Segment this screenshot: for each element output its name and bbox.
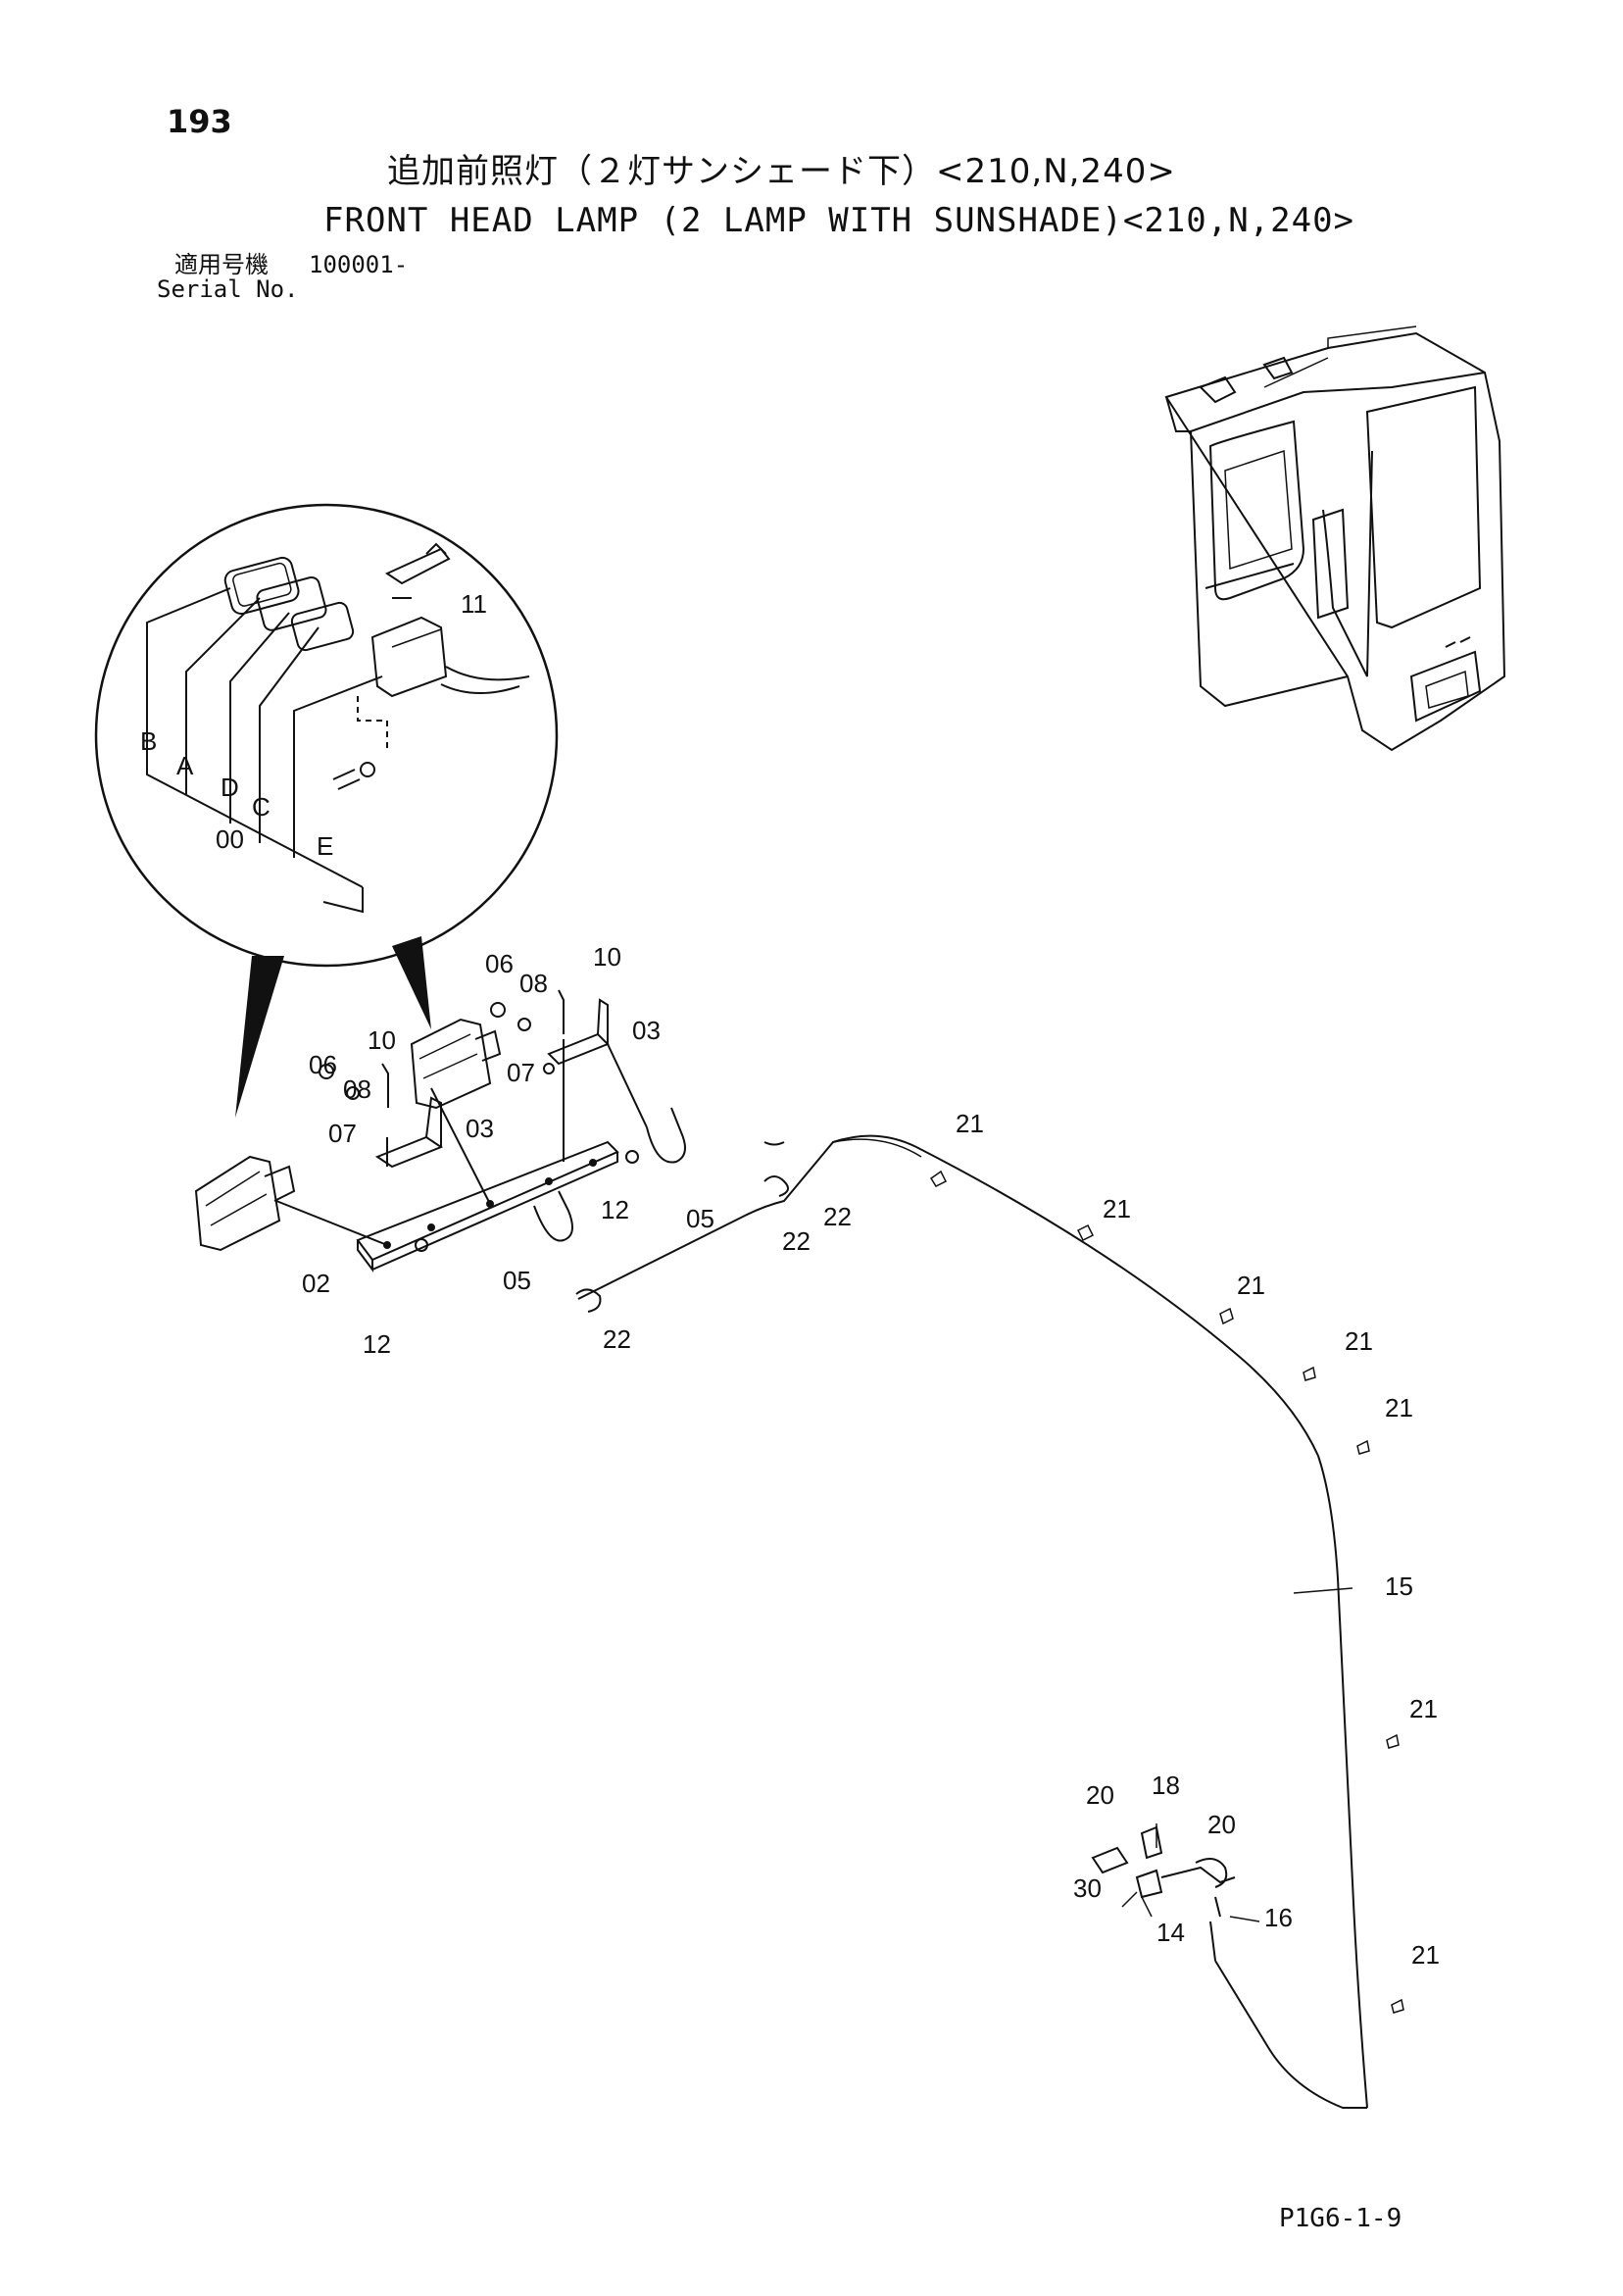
harness-clips [929, 1170, 1404, 2014]
callout-10-lower: 10 [368, 1025, 396, 1055]
cab-illustration [1164, 325, 1506, 752]
callout-06-lower: 06 [309, 1050, 337, 1079]
switch-cluster [1091, 1825, 1236, 1918]
callout-22-a: 22 [782, 1226, 811, 1256]
callout-15: 15 [1385, 1572, 1413, 1601]
callout-18: 18 [1152, 1771, 1180, 1800]
callout-10-upper: 10 [593, 942, 621, 972]
callout-labels: B A D C 00 E 11 06 08 10 03 07 06 08 10 … [140, 589, 1440, 1970]
callout-16: 16 [1264, 1903, 1293, 1932]
page-number: 193 [167, 103, 232, 140]
callout-21-1: 21 [956, 1109, 984, 1138]
callout-21-2: 21 [1103, 1194, 1131, 1223]
callout-c: C [252, 792, 270, 822]
callout-08-lower: 08 [343, 1074, 371, 1104]
callout-00: 00 [216, 824, 244, 854]
callout-12-left: 12 [363, 1329, 391, 1359]
callout-e: E [317, 831, 333, 861]
callout-22-c: 22 [603, 1324, 631, 1354]
callout-11: 11 [461, 589, 487, 619]
callout-d: D [221, 773, 239, 802]
callout-a: A [176, 751, 194, 780]
callout-b: B [140, 726, 157, 756]
serial-number-value: 100001- [309, 251, 409, 278]
serial-label-japanese: 適用号機 [174, 251, 269, 278]
wiring-harness [575, 1134, 1368, 2109]
callout-02: 02 [302, 1269, 330, 1298]
callout-08-upper: 08 [519, 969, 548, 998]
lamp-assembly [194, 989, 686, 1273]
callout-22-b: 22 [823, 1202, 852, 1231]
callout-21-5: 21 [1385, 1393, 1413, 1423]
leader-lines [1121, 1587, 1353, 1922]
callout-03-lower: 03 [466, 1114, 494, 1143]
callout-20-left: 20 [1086, 1780, 1114, 1810]
callout-03-upper: 03 [632, 1016, 661, 1045]
callout-05-left: 05 [503, 1266, 531, 1295]
page-code: P1G6-1-9 [1279, 2204, 1402, 2233]
callout-07-upper: 07 [507, 1058, 535, 1087]
callout-07-lower: 07 [328, 1119, 357, 1148]
serial-label-english: Serial No. [157, 275, 299, 303]
callout-21-6: 21 [1409, 1694, 1438, 1723]
detail-pointers [235, 936, 431, 1118]
title-english: FRONT HEAD LAMP (2 LAMP WITH SUNSHADE)<2… [323, 201, 1355, 240]
callout-05-right: 05 [686, 1204, 714, 1233]
title-japanese: 追加前照灯（２灯サンシェード下）<210,N,240> [387, 152, 1176, 191]
callout-06-upper: 06 [485, 949, 514, 978]
callout-14: 14 [1156, 1918, 1185, 1947]
callout-20-right: 20 [1207, 1810, 1236, 1839]
callout-30: 30 [1073, 1873, 1102, 1903]
callout-12-right: 12 [601, 1195, 629, 1224]
detail-circle [94, 503, 559, 968]
callout-21-7: 21 [1411, 1940, 1440, 1970]
callout-21-3: 21 [1237, 1271, 1265, 1300]
callout-21-4: 21 [1345, 1326, 1373, 1356]
